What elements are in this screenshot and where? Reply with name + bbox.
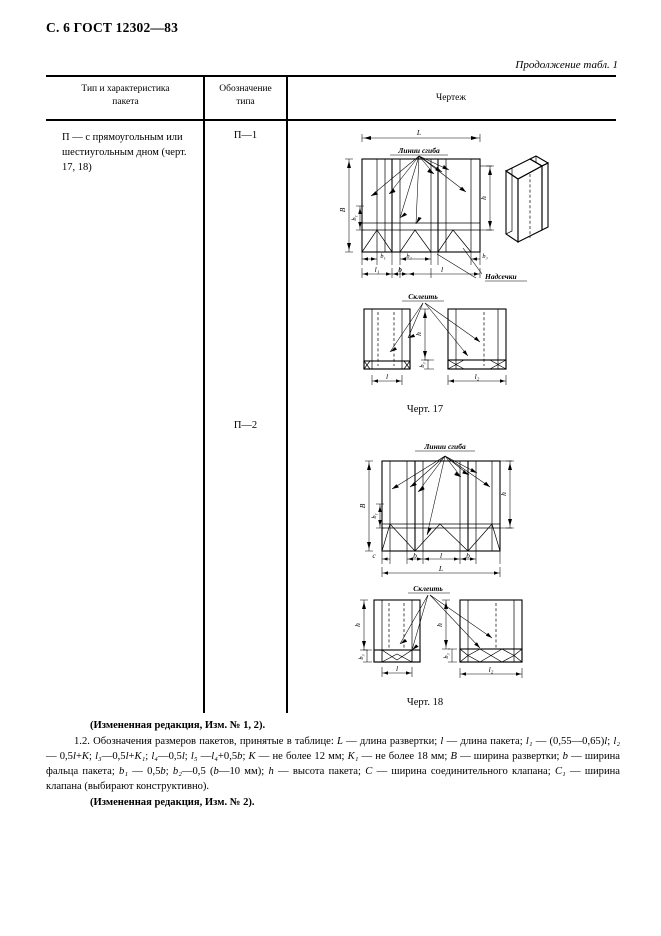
fig18-label-h: h <box>499 492 508 496</box>
fig18-label-l: l <box>440 551 442 560</box>
table-top-border <box>46 75 616 77</box>
fig17-label-l1: l₁ <box>375 265 380 274</box>
figure-17-caption: Черт. 17 <box>406 404 444 415</box>
fig18-label-b-left: b <box>413 551 417 560</box>
fig18-label-glue: Склеить <box>413 584 443 593</box>
fig17-label-b1: b₁ <box>380 253 385 260</box>
fig17-label-fold-lines: Линии сгиба <box>397 146 440 155</box>
fig17-label-h: h <box>479 196 488 200</box>
fig18-label-b3-left: b₃ <box>358 654 365 659</box>
fig17-label-glue: Склеить <box>408 292 438 301</box>
running-head: С. 6 ГОСТ 12302—83 <box>46 20 179 35</box>
fig18-label-h-center: h <box>435 623 444 627</box>
fig17-label-l2a: l <box>386 372 388 381</box>
footnote-clause-1-2: 1.2. Обозначения размеров пакетов, приня… <box>46 736 621 793</box>
fig17-label-l: l <box>441 265 443 274</box>
cell-type-code-2: П—2 <box>233 420 258 431</box>
fig17-label-b1-left: b₁ <box>351 215 358 220</box>
footnote-clause-text: Обозначения размеров пакетов, принятые в… <box>93 736 337 748</box>
fig18-label-l2: l₂ <box>489 665 494 674</box>
fig18-label-h-left: h <box>353 623 362 627</box>
fig18-label-l: l <box>396 664 398 673</box>
fig18-label-L: L <box>438 564 443 573</box>
cell-type-code-1: П—1 <box>233 130 258 141</box>
figure-18-flat-layout: Линии сгиба <box>330 432 630 580</box>
fig17-label-l2b: l₂ <box>475 372 480 381</box>
footnote-clause-number: 1.2. <box>74 736 90 748</box>
fig17-label-B: B <box>338 207 347 212</box>
table-column-divider-2 <box>286 75 288 713</box>
footnote-revision-1: (Измененная редакция, Изм. № 1, 2). <box>90 720 266 731</box>
footnote-revision-2: (Измененная редакция, Изм. № 2). <box>90 797 255 809</box>
figure-18-glue-views: Склеить <box>353 578 571 698</box>
fig17-label-h2: h <box>414 332 423 336</box>
fig17-label-b2: b₂ <box>406 253 412 260</box>
table-continuation-caption: Продолжение табл. 1 <box>515 59 618 71</box>
fig18-label-b-right: b <box>466 551 470 560</box>
figure-17-flat-layout: L <box>330 126 630 286</box>
figure-17-glue-views: Склеить <box>356 286 571 406</box>
fig18-label-b1: b₁ <box>371 513 378 518</box>
fig17-label-b3: b₃ <box>482 253 487 260</box>
column-header-drawing: Чертеж <box>436 93 466 103</box>
fig18-label-fold-lines: Линии сгиба <box>423 442 466 451</box>
fig18-label-b3-center: b₃ <box>443 653 450 658</box>
cell-type-description: П — с прямоугольным или шестиугольным дн… <box>62 132 187 174</box>
fig18-label-B: B <box>358 503 367 508</box>
fig17-label-L: L <box>416 128 421 137</box>
figure-18-caption: Черт. 18 <box>406 697 444 708</box>
fig18-label-c: c <box>372 551 376 560</box>
footnote-block: (Измененная редакция, Изм. № 1, 2). 1.2.… <box>46 718 620 810</box>
fig17-label-notches: Надсечки <box>484 272 517 281</box>
table-column-divider-1 <box>203 75 205 713</box>
table-header-rule <box>46 119 616 121</box>
fig17-isometric-view <box>504 155 550 244</box>
fig17-label-b: b <box>398 265 402 274</box>
fig17-label-b3-2: b₃ <box>419 362 426 367</box>
